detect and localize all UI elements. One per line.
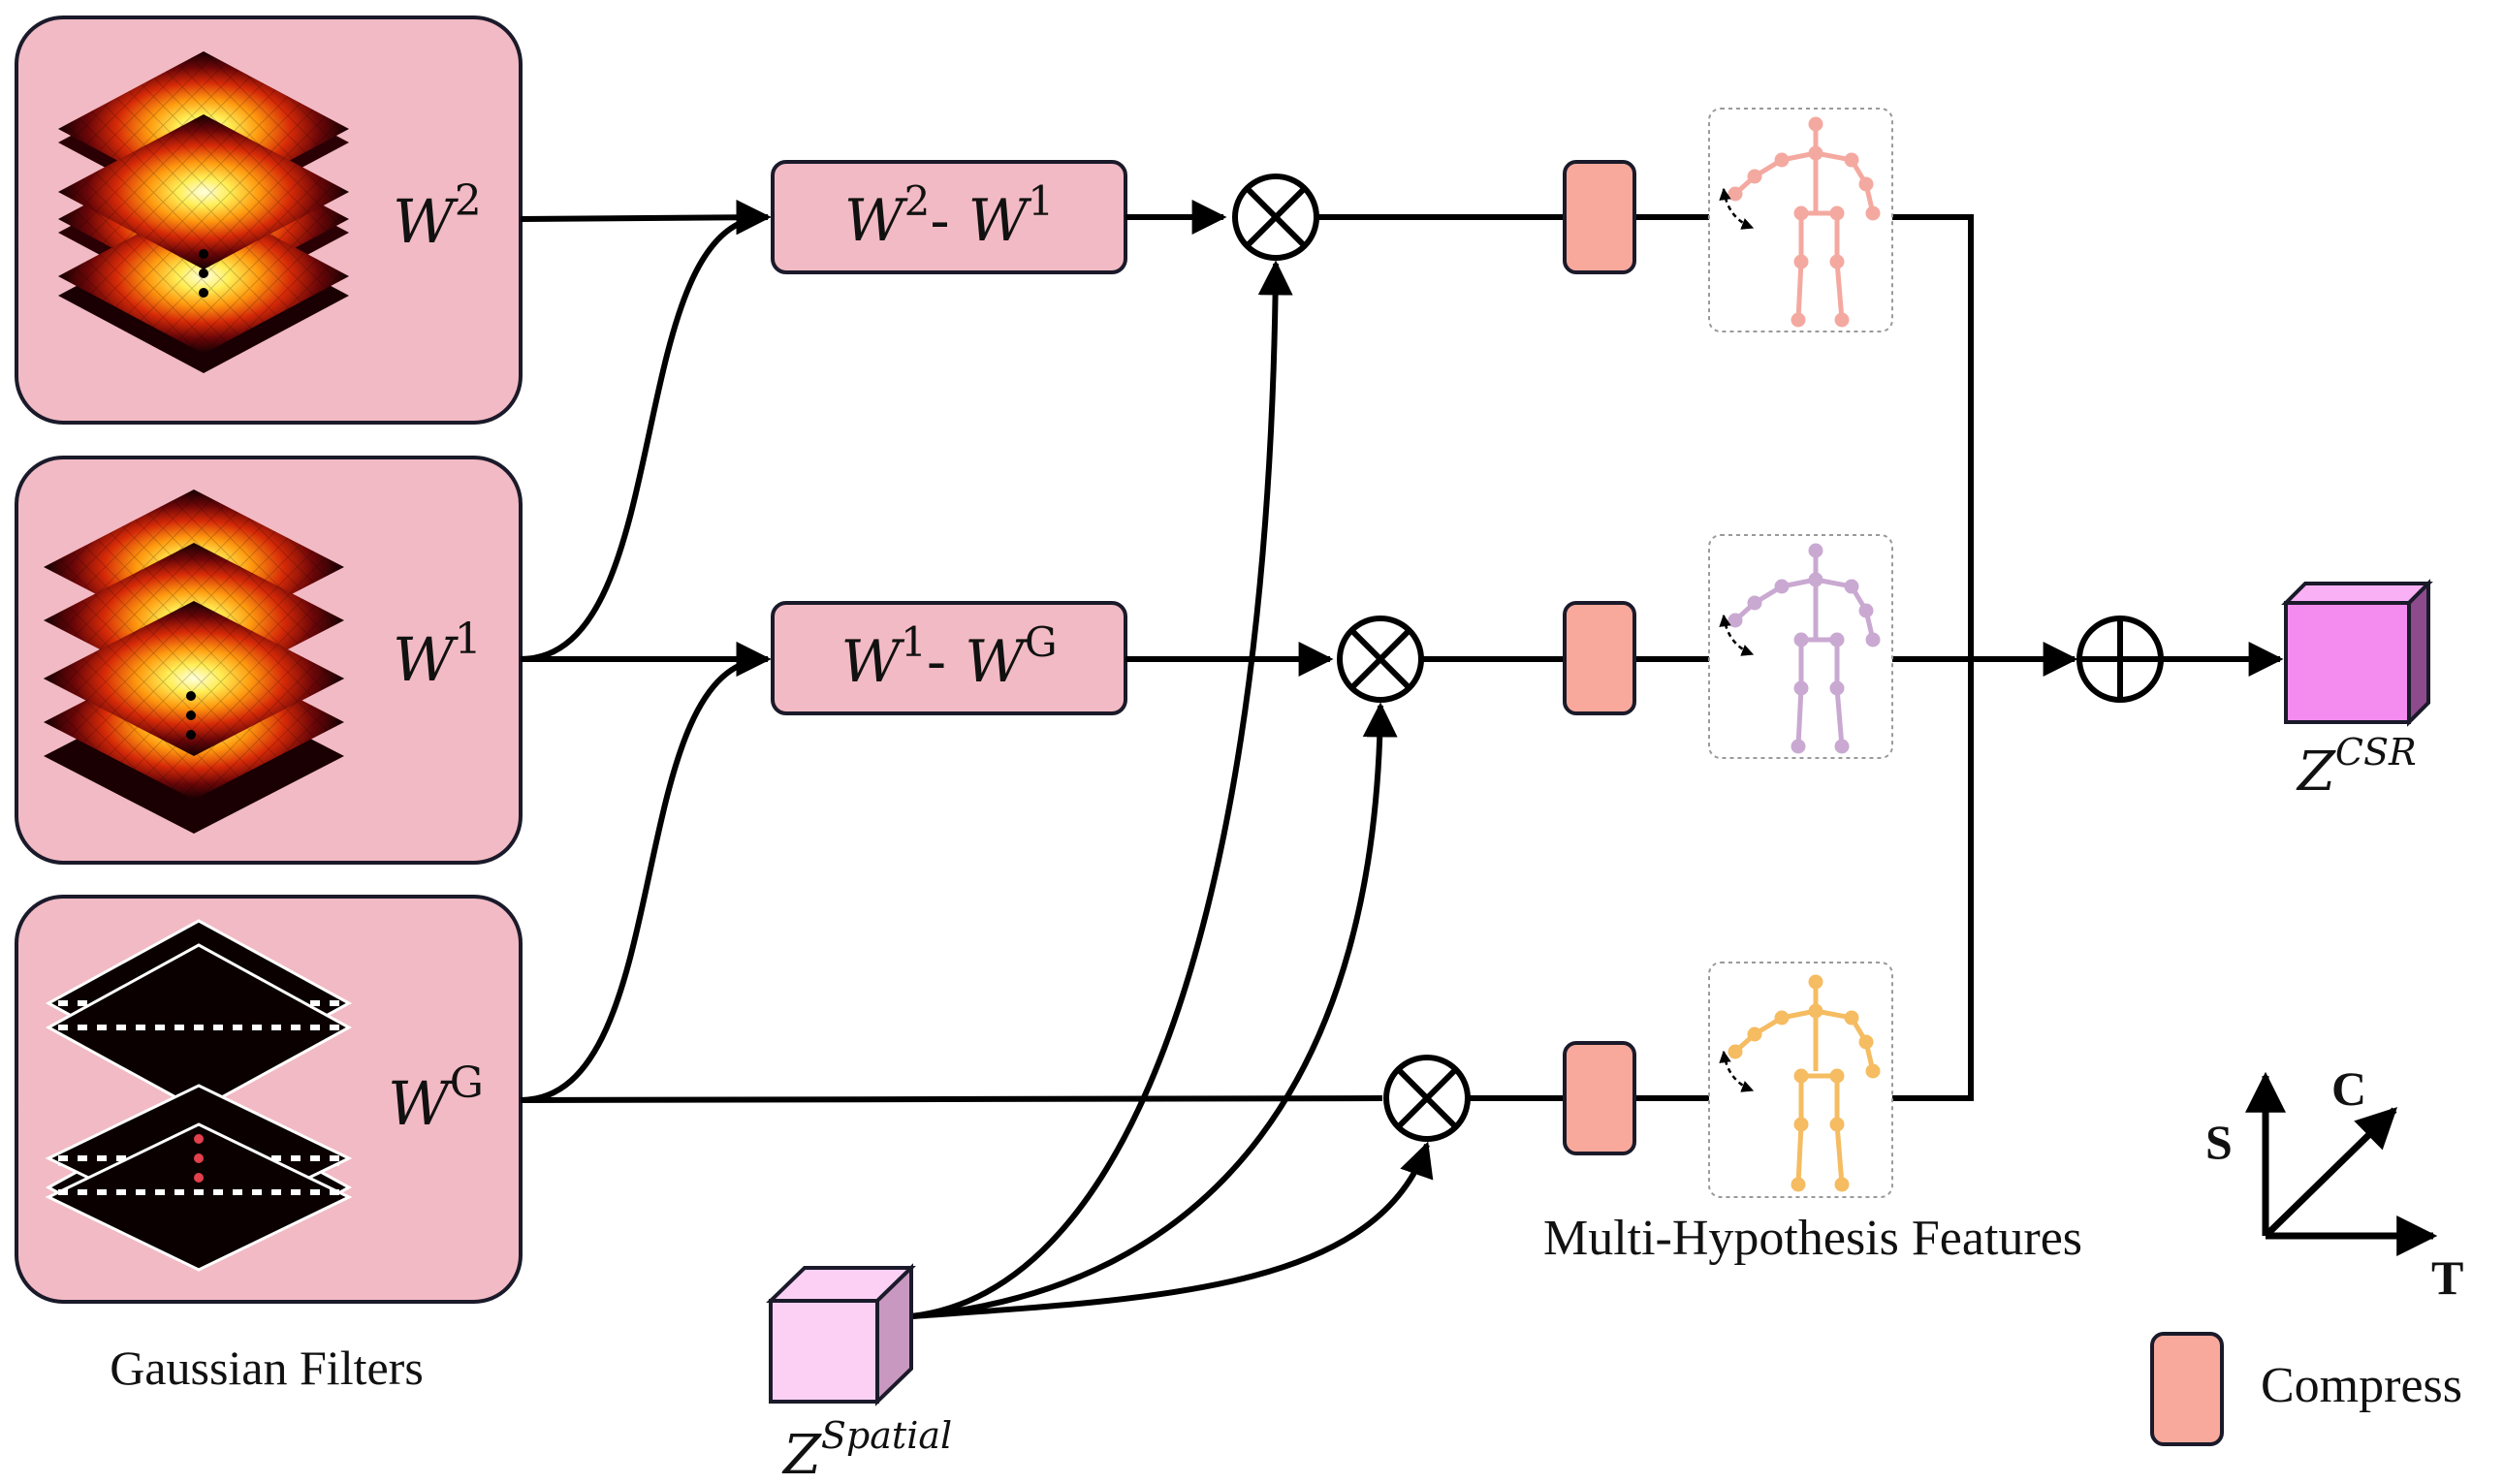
filter-connections — [520, 200, 1383, 1103]
heatmap-stack-w1 — [44, 489, 344, 834]
w1-label: W1 — [393, 615, 482, 695]
impulse-stack-wg — [45, 919, 353, 1272]
w2-label: W2 — [393, 176, 482, 257]
legend-compress-swatch — [2150, 1332, 2224, 1446]
spatial-cube-label: ZSpatial — [781, 1414, 952, 1484]
filter-panel-w1: W1 — [15, 456, 523, 865]
legend-compress-label: Compress — [2261, 1358, 2462, 1413]
axis-indicator — [2245, 1071, 2438, 1256]
skeleton-card-top — [1708, 108, 1893, 332]
spatial-cube — [766, 1263, 916, 1406]
multiply-node-bottom — [1383, 1055, 1471, 1142]
compress-block-top — [1563, 160, 1636, 274]
multiply-node-top — [1232, 174, 1319, 261]
output-cube — [2281, 579, 2433, 727]
axis-t-label: T — [2431, 1250, 2463, 1305]
diff-box-w2-w1: W2- W1 — [771, 160, 1127, 274]
skeleton-figure-bottom — [1727, 974, 1881, 1192]
heatmap-stack-w2 — [58, 51, 349, 373]
diff-box-w1-wg: W1- WG — [771, 601, 1127, 715]
wg-label: WG — [388, 1058, 484, 1139]
filter-panel-wg: WG — [15, 895, 523, 1304]
sum-node — [2076, 616, 2164, 703]
skeleton-card-bottom — [1708, 962, 1893, 1198]
filter-panel-w2: W2 — [15, 16, 523, 425]
gaussian-filters-caption: Gaussian Filters — [110, 1341, 424, 1395]
branch-lines — [1316, 214, 2078, 1101]
output-cube-label: ZCSR — [2296, 731, 2417, 804]
multiply-node-mid — [1337, 616, 1424, 703]
svg-text:W2- W1: W2- W1 — [844, 177, 1054, 255]
compress-block-bottom — [1563, 1041, 1636, 1155]
features-caption: Multi-Hypothesis Features — [1543, 1211, 2082, 1266]
axis-c-label: C — [2331, 1061, 2366, 1116]
svg-text:W1- WG: W1- WG — [841, 618, 1058, 696]
axis-s-label: S — [2205, 1115, 2233, 1169]
compress-block-mid — [1563, 601, 1636, 715]
spatial-connections — [910, 260, 1434, 1319]
skeleton-card-mid — [1708, 534, 1893, 759]
